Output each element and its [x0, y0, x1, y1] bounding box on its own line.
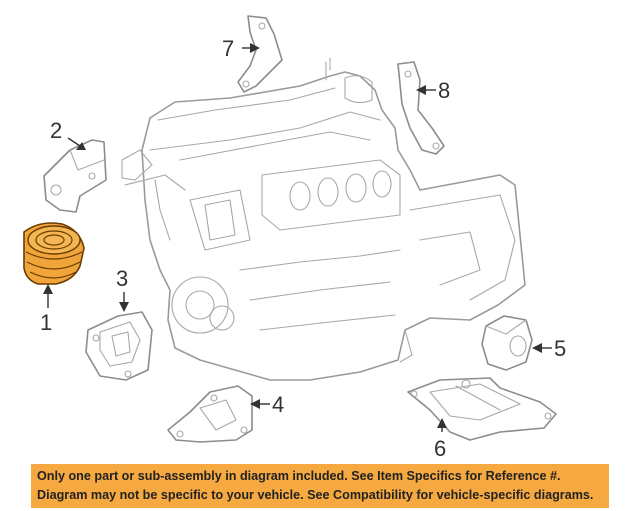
- part-1-engine-mount[interactable]: [23, 222, 85, 285]
- callout-2-label: 2: [50, 118, 62, 143]
- part-3-mount-bracket[interactable]: [85, 311, 153, 381]
- disclaimer-banner: Only one part or sub-assembly in diagram…: [31, 464, 609, 508]
- callout-3: 3: [116, 266, 129, 312]
- callout-8-label: 8: [438, 78, 450, 103]
- callout-2: 2: [50, 118, 86, 150]
- engine-block: [121, 57, 526, 381]
- callout-4: 4: [250, 392, 284, 417]
- part-6-crossmember[interactable]: [407, 377, 557, 441]
- disclaimer-line-1: Only one part or sub-assembly in diagram…: [37, 469, 561, 483]
- parts-diagram: 1 2 3 4 5 6 7 8: [23, 15, 566, 460]
- callout-6: 6: [434, 418, 447, 460]
- callout-1-label: 1: [40, 310, 52, 335]
- callout-6-label: 6: [434, 436, 446, 460]
- callout-5: 5: [532, 336, 566, 361]
- callout-8: 8: [416, 78, 450, 103]
- part-8-bracket[interactable]: [397, 61, 445, 155]
- callout-3-label: 3: [116, 266, 128, 291]
- part-2-bracket[interactable]: [43, 139, 107, 213]
- part-4-bracket[interactable]: [167, 385, 253, 443]
- callout-5-label: 5: [554, 336, 566, 361]
- callout-7-label: 7: [222, 36, 234, 61]
- callout-1: 1: [40, 284, 53, 335]
- callout-7: 7: [222, 36, 260, 61]
- part-7-bracket[interactable]: [237, 15, 283, 93]
- part-5-transmission-mount[interactable]: [481, 315, 533, 371]
- disclaimer-line-2: Diagram may not be specific to your vehi…: [37, 488, 594, 502]
- callout-4-label: 4: [272, 392, 284, 417]
